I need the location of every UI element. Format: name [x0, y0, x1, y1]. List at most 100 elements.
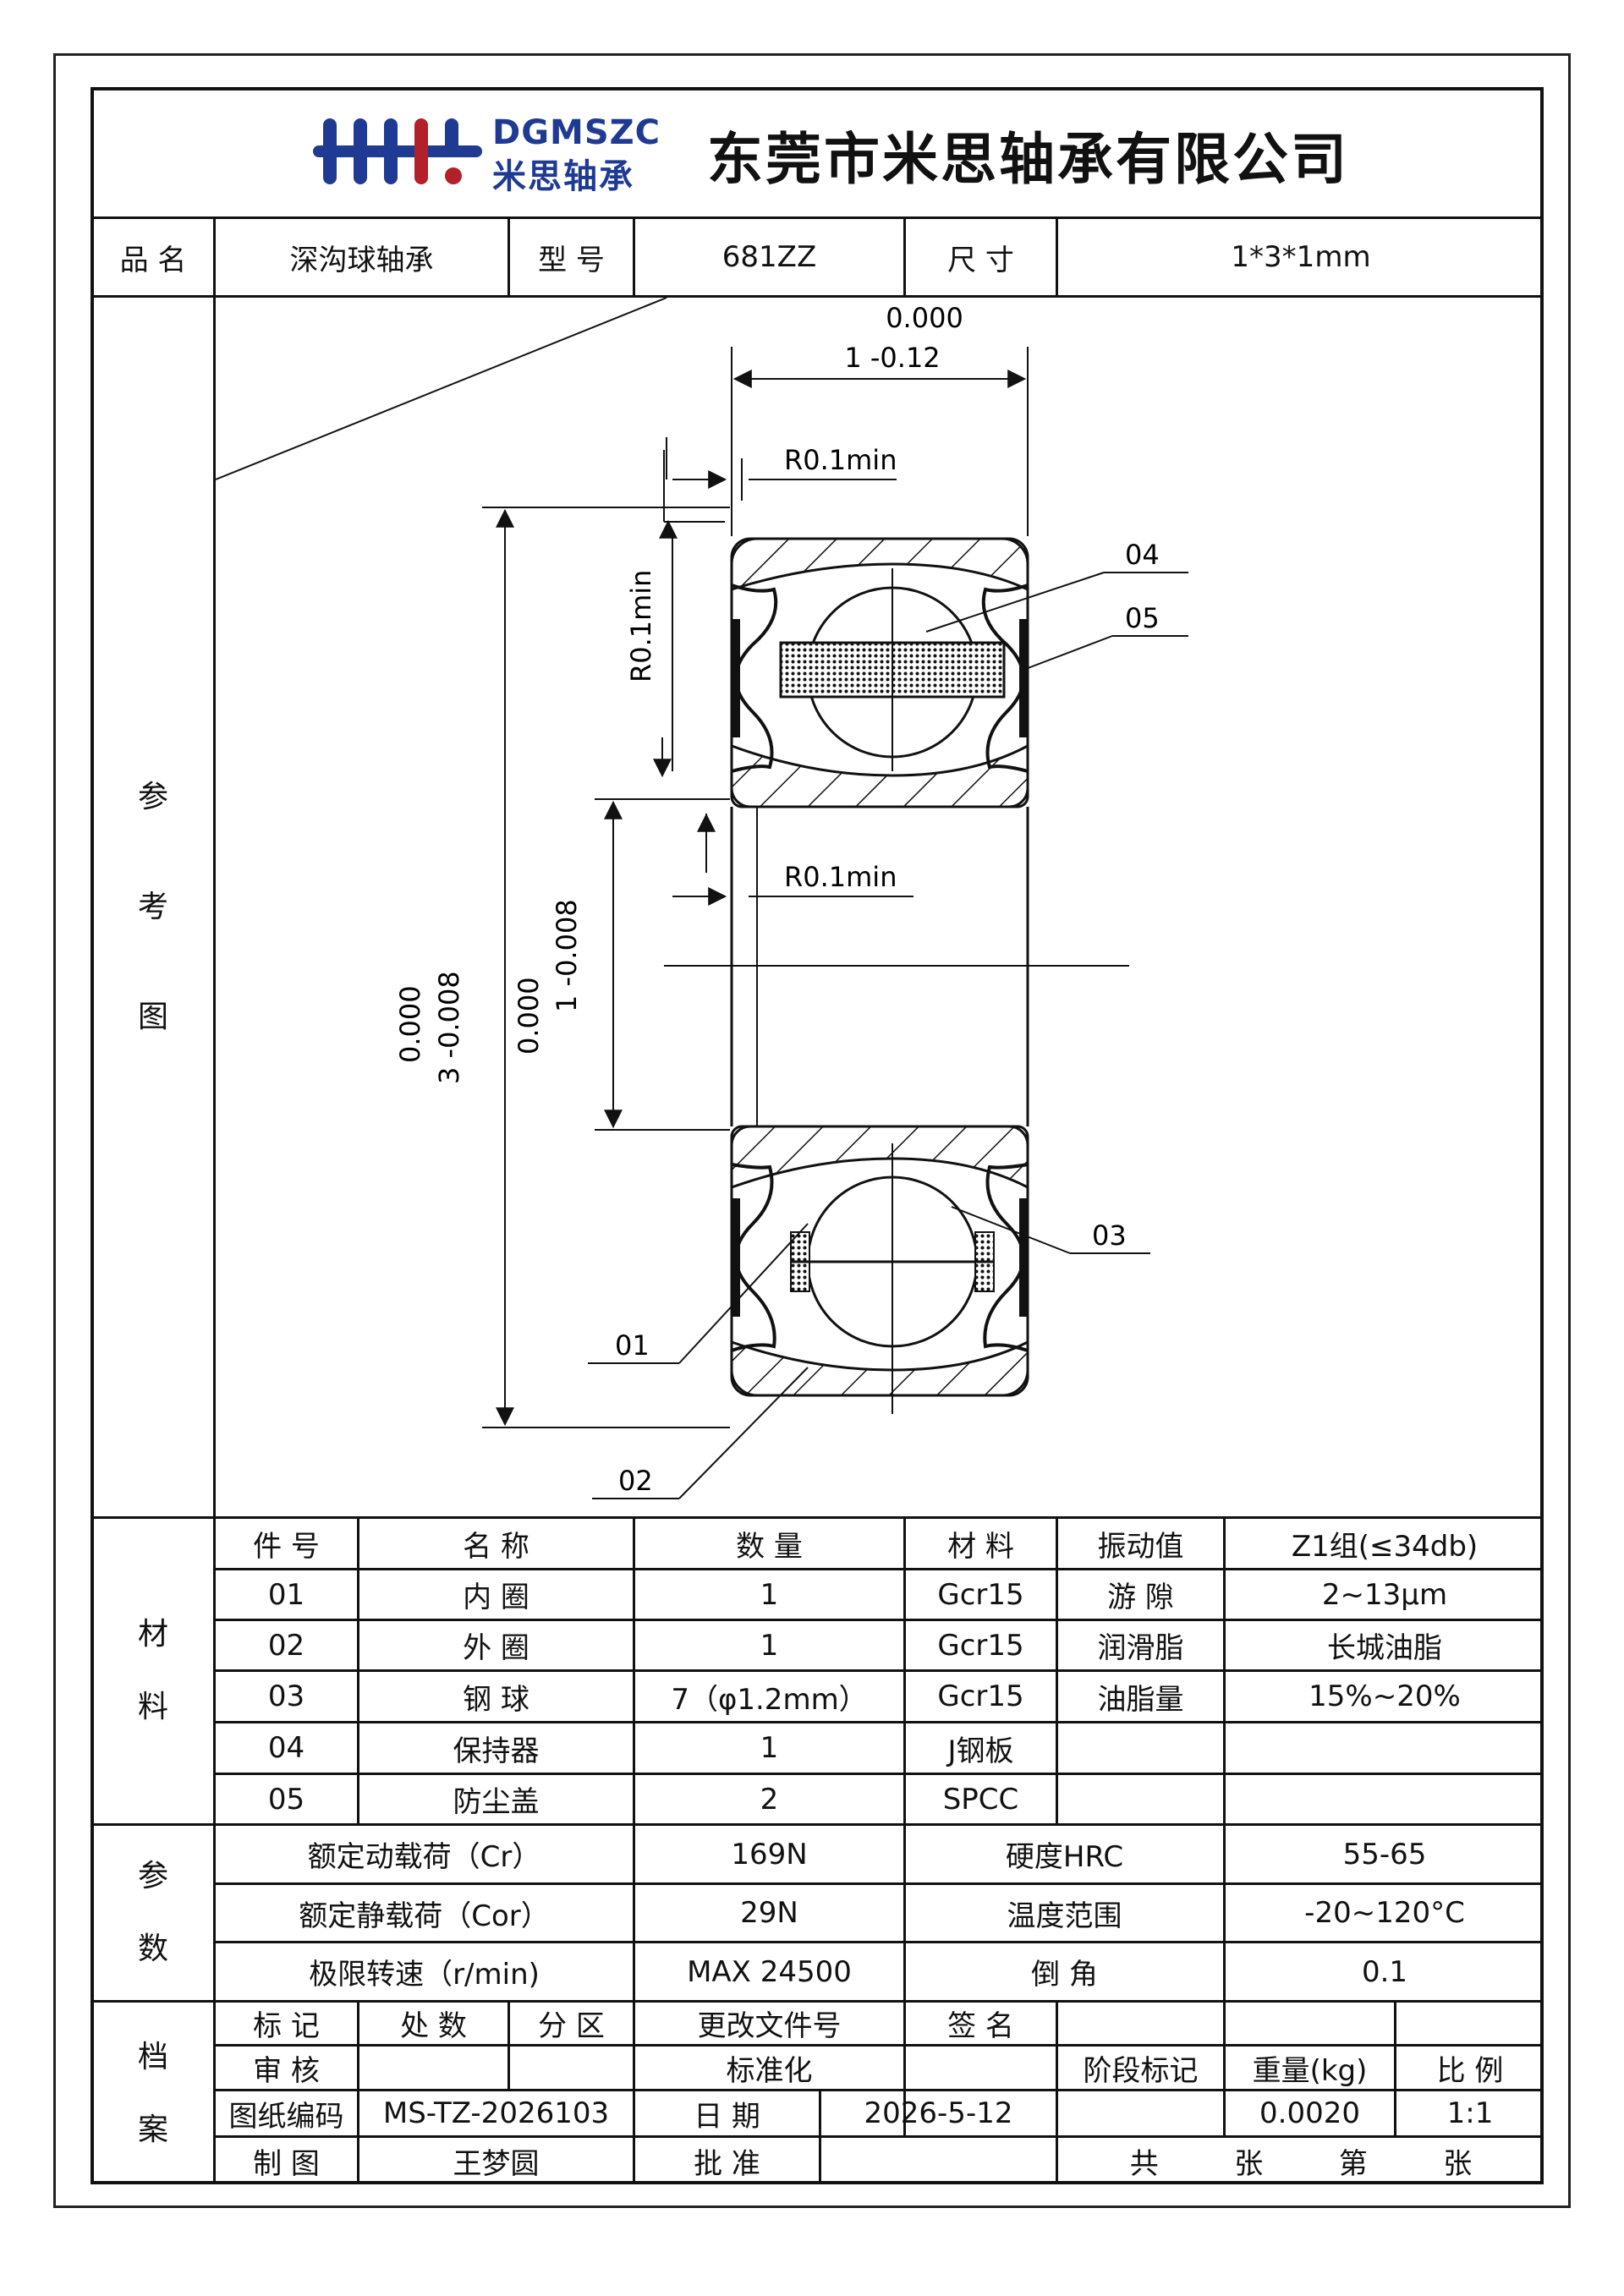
inner-ring-top — [730, 743, 1029, 808]
header-vibration: 振动值 — [1097, 1529, 1184, 1564]
callout-04: 04 — [1125, 539, 1160, 571]
header-vibration-value: Z1组(≤34db) — [1291, 1529, 1479, 1564]
grid-line — [357, 1516, 359, 1823]
table-row-qty: 7（φ1.2mm） — [671, 1682, 868, 1717]
archive-date-label: 日 期 — [694, 2099, 760, 2134]
grid-line — [215, 1568, 1544, 1570]
logo-chinese: 米思轴承 — [492, 157, 634, 196]
table-row-value: 15%~20% — [1309, 1680, 1461, 1713]
table-row-prop: 油脂量 — [1097, 1682, 1184, 1717]
grid-line — [215, 1619, 1544, 1621]
company-name: 东莞市米思轴承有限公司 — [707, 127, 1349, 192]
archive-date: 2026-5-12 — [864, 2096, 1013, 2130]
logo-english: DGMSZC — [492, 113, 661, 152]
section-char: 档 — [137, 2039, 168, 2074]
archive-zone: 分 区 — [538, 2009, 605, 2043]
grid-line — [213, 216, 216, 2184]
section-char: 图 — [137, 999, 168, 1034]
archive-approve-label: 批 准 — [694, 2147, 760, 2181]
archive-stage: 阶段标记 — [1083, 2053, 1199, 2088]
table-row-name: 内 圈 — [463, 1581, 529, 1614]
r-top-label: R0.1min — [784, 444, 897, 476]
table-row-no: 04 — [267, 1731, 305, 1765]
width-tolerance-lower: 1 -0.12 — [844, 342, 940, 374]
table-row-prop: 游 隙 — [1107, 1581, 1174, 1614]
grid-line — [215, 1669, 1544, 1672]
table-row-material: Gcr15 — [937, 1577, 1024, 1612]
header-material: 材 料 — [947, 1529, 1014, 1564]
grid-line — [357, 2000, 359, 2184]
table-row-name: 保持器 — [453, 1734, 540, 1768]
grid-line — [91, 2000, 1544, 2003]
archive-label: 档 案 — [93, 2003, 213, 2184]
param-value-2: 55-65 — [1342, 1837, 1427, 1871]
param-label: 极限转速（r/min) — [309, 1958, 540, 1992]
table-row-material: Gcr15 — [937, 1628, 1024, 1663]
grid-line — [819, 2135, 821, 2184]
grid-line — [508, 2000, 510, 2089]
archive-scale: 1:1 — [1446, 2096, 1494, 2130]
table-row-no: 05 — [267, 1782, 305, 1817]
table-row-material: Gcr15 — [937, 1680, 1024, 1713]
product-name-label: 品 名 — [119, 243, 187, 277]
archive-weight-label: 重量(kg) — [1252, 2053, 1368, 2088]
grid-line — [1056, 216, 1058, 295]
table-row-material: J钢板 — [947, 1734, 1014, 1768]
section-char: 参 — [137, 1859, 168, 1893]
table-row-value: 2~13μm — [1321, 1577, 1448, 1612]
table-row-name: 外 圈 — [463, 1631, 529, 1665]
header-part-name: 名 称 — [463, 1529, 529, 1564]
width-tolerance-upper: 0.000 — [886, 302, 963, 334]
grid-line — [215, 1721, 1544, 1723]
od-tolerance-upper: 0.000 — [394, 985, 426, 1063]
archive-review: 审 核 — [253, 2053, 320, 2088]
grid-line — [91, 1823, 1544, 1826]
param-label: 额定静载荷（Cor） — [299, 1899, 550, 1933]
grid-line — [215, 2089, 1544, 2091]
outer-ring-top — [730, 537, 1029, 592]
table-row-no: 02 — [267, 1628, 305, 1663]
archive-drafter-label: 制 图 — [253, 2147, 320, 2181]
id-tolerance-upper: 0.000 — [513, 977, 545, 1055]
archive-sign: 签 名 — [947, 2009, 1014, 2043]
shield-seal-right-top — [1019, 619, 1028, 737]
table-row-no: 03 — [267, 1680, 305, 1713]
table-row-qty: 1 — [760, 1628, 779, 1663]
grid-line — [215, 2135, 1544, 2138]
param-label: 额定动载荷（Cr） — [307, 1840, 541, 1874]
section-char: 料 — [137, 1690, 168, 1724]
param-value: 29N — [740, 1896, 798, 1930]
param-label-2: 倒 角 — [1031, 1958, 1098, 1992]
table-row-prop — [1058, 1723, 1223, 1773]
param-label-2: 硬度HRC — [1005, 1840, 1124, 1874]
grid-line — [633, 1516, 635, 2184]
callout-01: 01 — [615, 1329, 650, 1362]
section-char: 考 — [137, 889, 168, 924]
table-row-value — [1226, 1775, 1544, 1823]
shield-seal-left-top — [732, 619, 740, 737]
parameters-label: 参 数 — [93, 1826, 213, 2000]
od-tolerance-lower: 3 -0.008 — [433, 971, 465, 1084]
table-row-value — [1226, 1723, 1544, 1773]
bearing-cross-section-drawing: 0.000 1 -0.12 R0.1min R0.1min R0.1min 0.… — [216, 298, 1188, 1499]
archive-drawing-no: MS-TZ-2026103 — [382, 2096, 610, 2130]
sheet-total-label: 共 — [1129, 2147, 1159, 2181]
archive-drawing-no-label: 图纸编码 — [228, 2099, 344, 2134]
table-row-name: 防尘盖 — [453, 1785, 540, 1819]
section-char: 数 — [137, 1932, 168, 1966]
table-row-name: 钢 球 — [463, 1682, 529, 1717]
param-label-2: 温度范围 — [1007, 1899, 1122, 1933]
grid-line — [91, 216, 1544, 219]
model-label: 型 号 — [538, 243, 605, 277]
grid-line — [91, 295, 1544, 298]
sheet-unit-label: 张 — [1234, 2147, 1264, 2181]
archive-sheet-count: 共 张 第 张 — [1058, 2138, 1544, 2184]
grid-line — [1056, 1516, 1058, 1823]
sheet-unit-label-2: 张 — [1443, 2147, 1473, 2181]
drawing-sheet — [91, 87, 1544, 2184]
grid-line — [215, 1941, 1544, 1943]
param-value: 169N — [731, 1837, 808, 1871]
table-row-no: 01 — [267, 1577, 305, 1612]
table-row-qty: 2 — [760, 1782, 779, 1817]
archive-mark: 标 记 — [253, 2009, 320, 2043]
